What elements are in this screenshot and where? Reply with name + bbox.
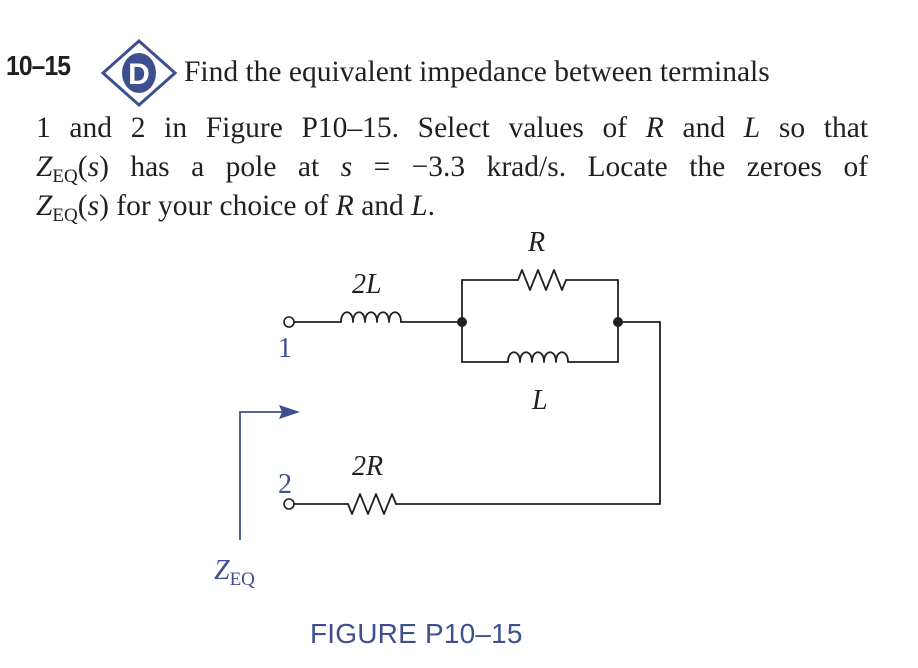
inductor-2l	[340, 311, 402, 323]
problem-text-line-4: ZEQ(s) for your choice of R and L.	[36, 190, 435, 226]
problem-text-line-2: 1 and 2 in Figure P10–15. Select values …	[36, 112, 869, 144]
problem-text-line-3: ZEQ(s) has a pole at s = −3.3 krad/s. Lo…	[36, 151, 869, 187]
design-problem-badge-icon: D	[100, 38, 178, 108]
label-2l: 2L	[352, 269, 382, 300]
inductor-l	[507, 351, 569, 363]
terminal-2-label: 2	[278, 469, 292, 500]
zeq-arrow-head-icon	[279, 405, 300, 419]
problem-number: 10–15	[6, 50, 71, 81]
zeq-label: ZEQ	[214, 555, 255, 591]
problem-text-line-1: Find the equivalent impedance between te…	[184, 56, 770, 88]
label-2r: 2R	[352, 451, 384, 482]
label-r: R	[528, 227, 546, 258]
figure-caption: FIGURE P10–15	[310, 618, 523, 649]
resistor-2r	[347, 493, 397, 515]
resistor-r	[517, 269, 567, 291]
terminal-2-circle	[283, 498, 295, 510]
node-a-dot	[457, 317, 467, 327]
label-l: L	[532, 385, 548, 416]
node-b-dot	[613, 317, 623, 327]
badge-letter: D	[128, 58, 150, 91]
terminal-1-label: 1	[278, 333, 292, 364]
zeq-arrow-line	[239, 411, 290, 540]
terminal-1-circle	[283, 316, 295, 328]
